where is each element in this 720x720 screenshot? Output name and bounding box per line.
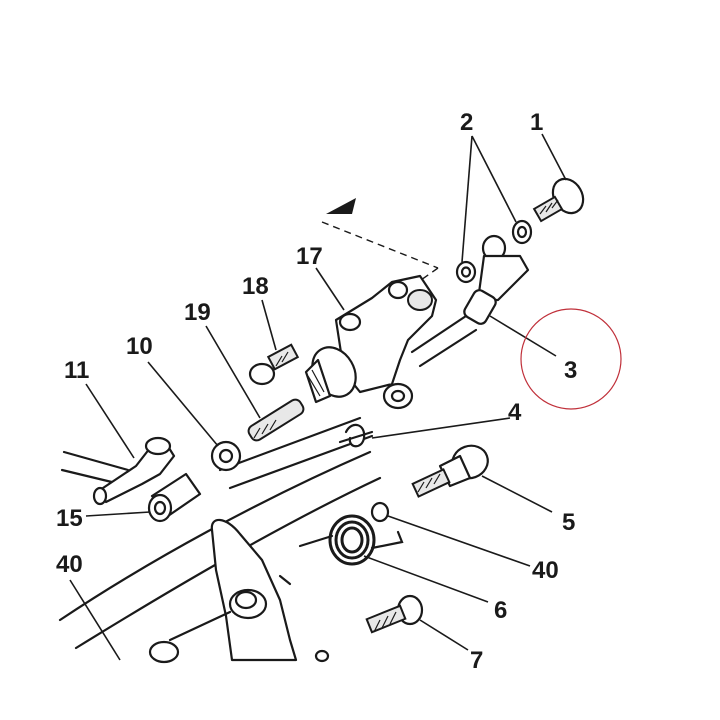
part-15-sleeve [147,472,202,523]
callout-1: 1 [530,109,543,136]
left-edge-lines [60,450,130,661]
callout-6: 6 [494,597,507,624]
callout-7: 7 [470,647,483,674]
callout-2: 2 [460,109,473,136]
callout-3: 3 [564,357,577,384]
highlight-circle [520,308,622,410]
part-2-washers [455,219,533,284]
callout-40-right: 40 [532,557,559,584]
callout-11: 11 [64,357,89,384]
part-18-bolt [248,343,300,386]
part-17-cylinder [304,274,438,410]
callout-40-left: 40 [56,551,83,578]
callout-4: 4 [508,399,522,426]
part-3-rod-end [463,234,530,325]
callout-17: 17 [296,243,323,270]
part-10-nut [210,440,242,472]
callout-18: 18 [242,273,269,300]
callout-labels: 1 2 3 4 5 6 7 10 11 15 17 18 19 40 40 [56,109,577,674]
callout-19: 19 [184,299,211,326]
callout-15: 15 [56,505,83,532]
part-1-bolt [532,177,585,223]
part-19-pushrod [247,398,305,442]
leader-lines [85,133,567,651]
part-5-pivot-bolt [411,444,489,498]
part-11-clevis [92,436,176,506]
part-4-clip [338,423,374,448]
part-7-bolt [365,594,424,634]
callout-5: 5 [562,509,575,536]
callout-10: 10 [126,333,153,360]
pedal-lever [148,518,330,664]
part-6-spring [298,514,404,566]
direction-arrow [321,198,439,293]
part-40-o-ring [370,501,390,523]
